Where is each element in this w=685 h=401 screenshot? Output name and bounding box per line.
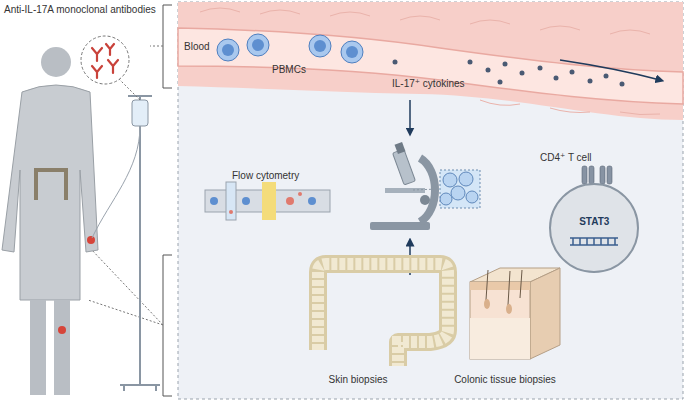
- cell-label: PBMCs: [272, 64, 306, 76]
- vessel-lumen: [178, 28, 683, 104]
- sample-label: Colonic tissue biopsies: [454, 374, 556, 386]
- microscope: [370, 142, 435, 230]
- bracket: [163, 255, 172, 396]
- antibody-symbols: [92, 44, 118, 78]
- cell-heading: CD4⁺ T cell: [540, 152, 592, 164]
- vessel-wall: [178, 2, 683, 120]
- dna-ladder: [570, 238, 618, 245]
- cytokine-label: IL-17⁺ cytokines: [392, 78, 465, 90]
- antibody-bubble: [81, 36, 129, 84]
- flow-arrow: [560, 60, 660, 80]
- bracket: [163, 5, 172, 88]
- protein-label: STAT3: [579, 216, 609, 228]
- skin-block: [470, 268, 560, 359]
- cell-node: CD4⁺ T cellSTAT3: [548, 182, 640, 274]
- colon: [318, 264, 448, 366]
- receptors: [582, 166, 612, 184]
- panel: [178, 2, 683, 399]
- leader: [90, 248, 163, 325]
- sample-label: Skin biopsies: [329, 374, 388, 386]
- colon-haustra: [318, 264, 448, 366]
- patient: [2, 47, 98, 395]
- cell-outline: [548, 182, 640, 274]
- flow-cytometer: [205, 182, 330, 220]
- cell-membrane: [550, 184, 638, 272]
- leader: [150, 46, 163, 47]
- region-label: Blood: [184, 41, 210, 53]
- leader: [118, 78, 140, 100]
- pbmc-cells: [217, 34, 363, 63]
- down-arrow: [409, 100, 411, 132]
- vessel-cells: [200, 8, 660, 115]
- zoom-leader: [413, 189, 438, 190]
- method-label: Flow cytometry: [232, 170, 299, 182]
- iv-stand: [92, 96, 160, 391]
- cell-cluster: [440, 170, 480, 208]
- callout-label: Anti-IL-17A monoclonal antibodies: [4, 4, 156, 16]
